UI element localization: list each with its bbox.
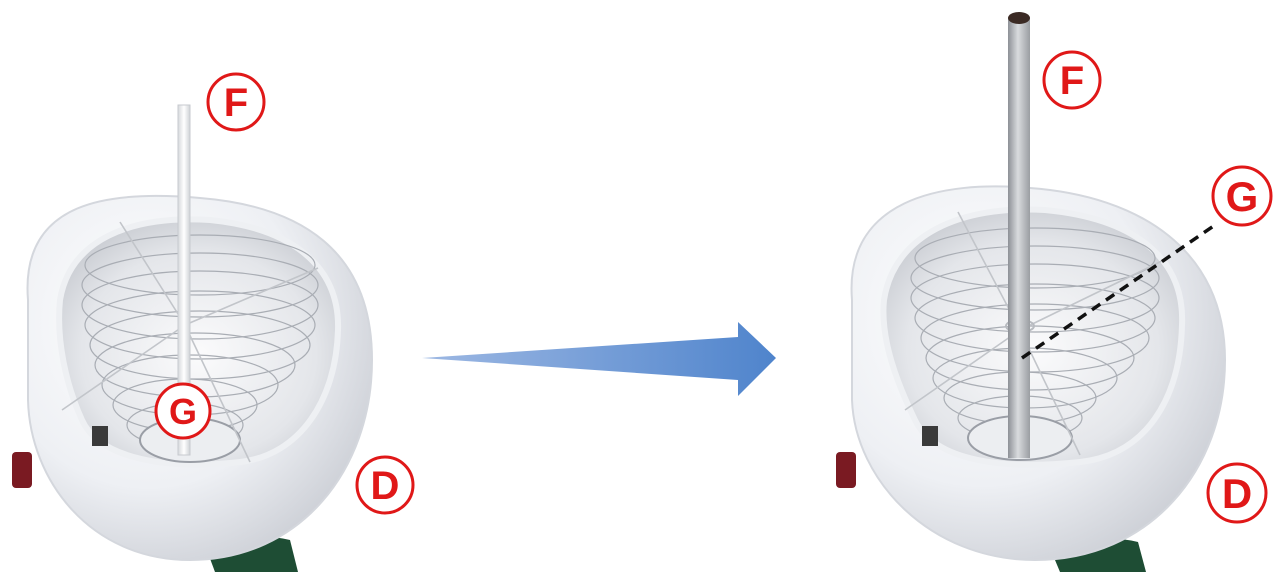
right-label-d-text: D [1222,470,1252,517]
left-battery-box [92,426,108,446]
right-label-f: F [1044,52,1100,108]
left-label-f-text: F [224,81,248,125]
left-label-g: G [156,384,210,438]
right-pole-f [1008,18,1030,458]
left-label-d: D [357,457,413,513]
right-label-f-text: F [1060,59,1084,103]
left-red-clip [12,452,32,488]
arrow-shape [422,322,776,396]
left-label-g-text: G [169,391,197,432]
left-label-d-text: D [371,464,400,508]
left-label-f: F [208,74,264,130]
right-label-g-text: G [1226,173,1259,220]
right-red-clip [836,452,856,488]
right-snowball-assembly: F G D [836,12,1271,572]
right-label-d: D [1208,464,1266,522]
right-pole-cap [1008,12,1030,24]
direction-arrow [422,322,776,396]
left-snowball-assembly: F G D [12,74,413,572]
right-battery-box [922,426,938,446]
right-label-g: G [1213,167,1271,225]
